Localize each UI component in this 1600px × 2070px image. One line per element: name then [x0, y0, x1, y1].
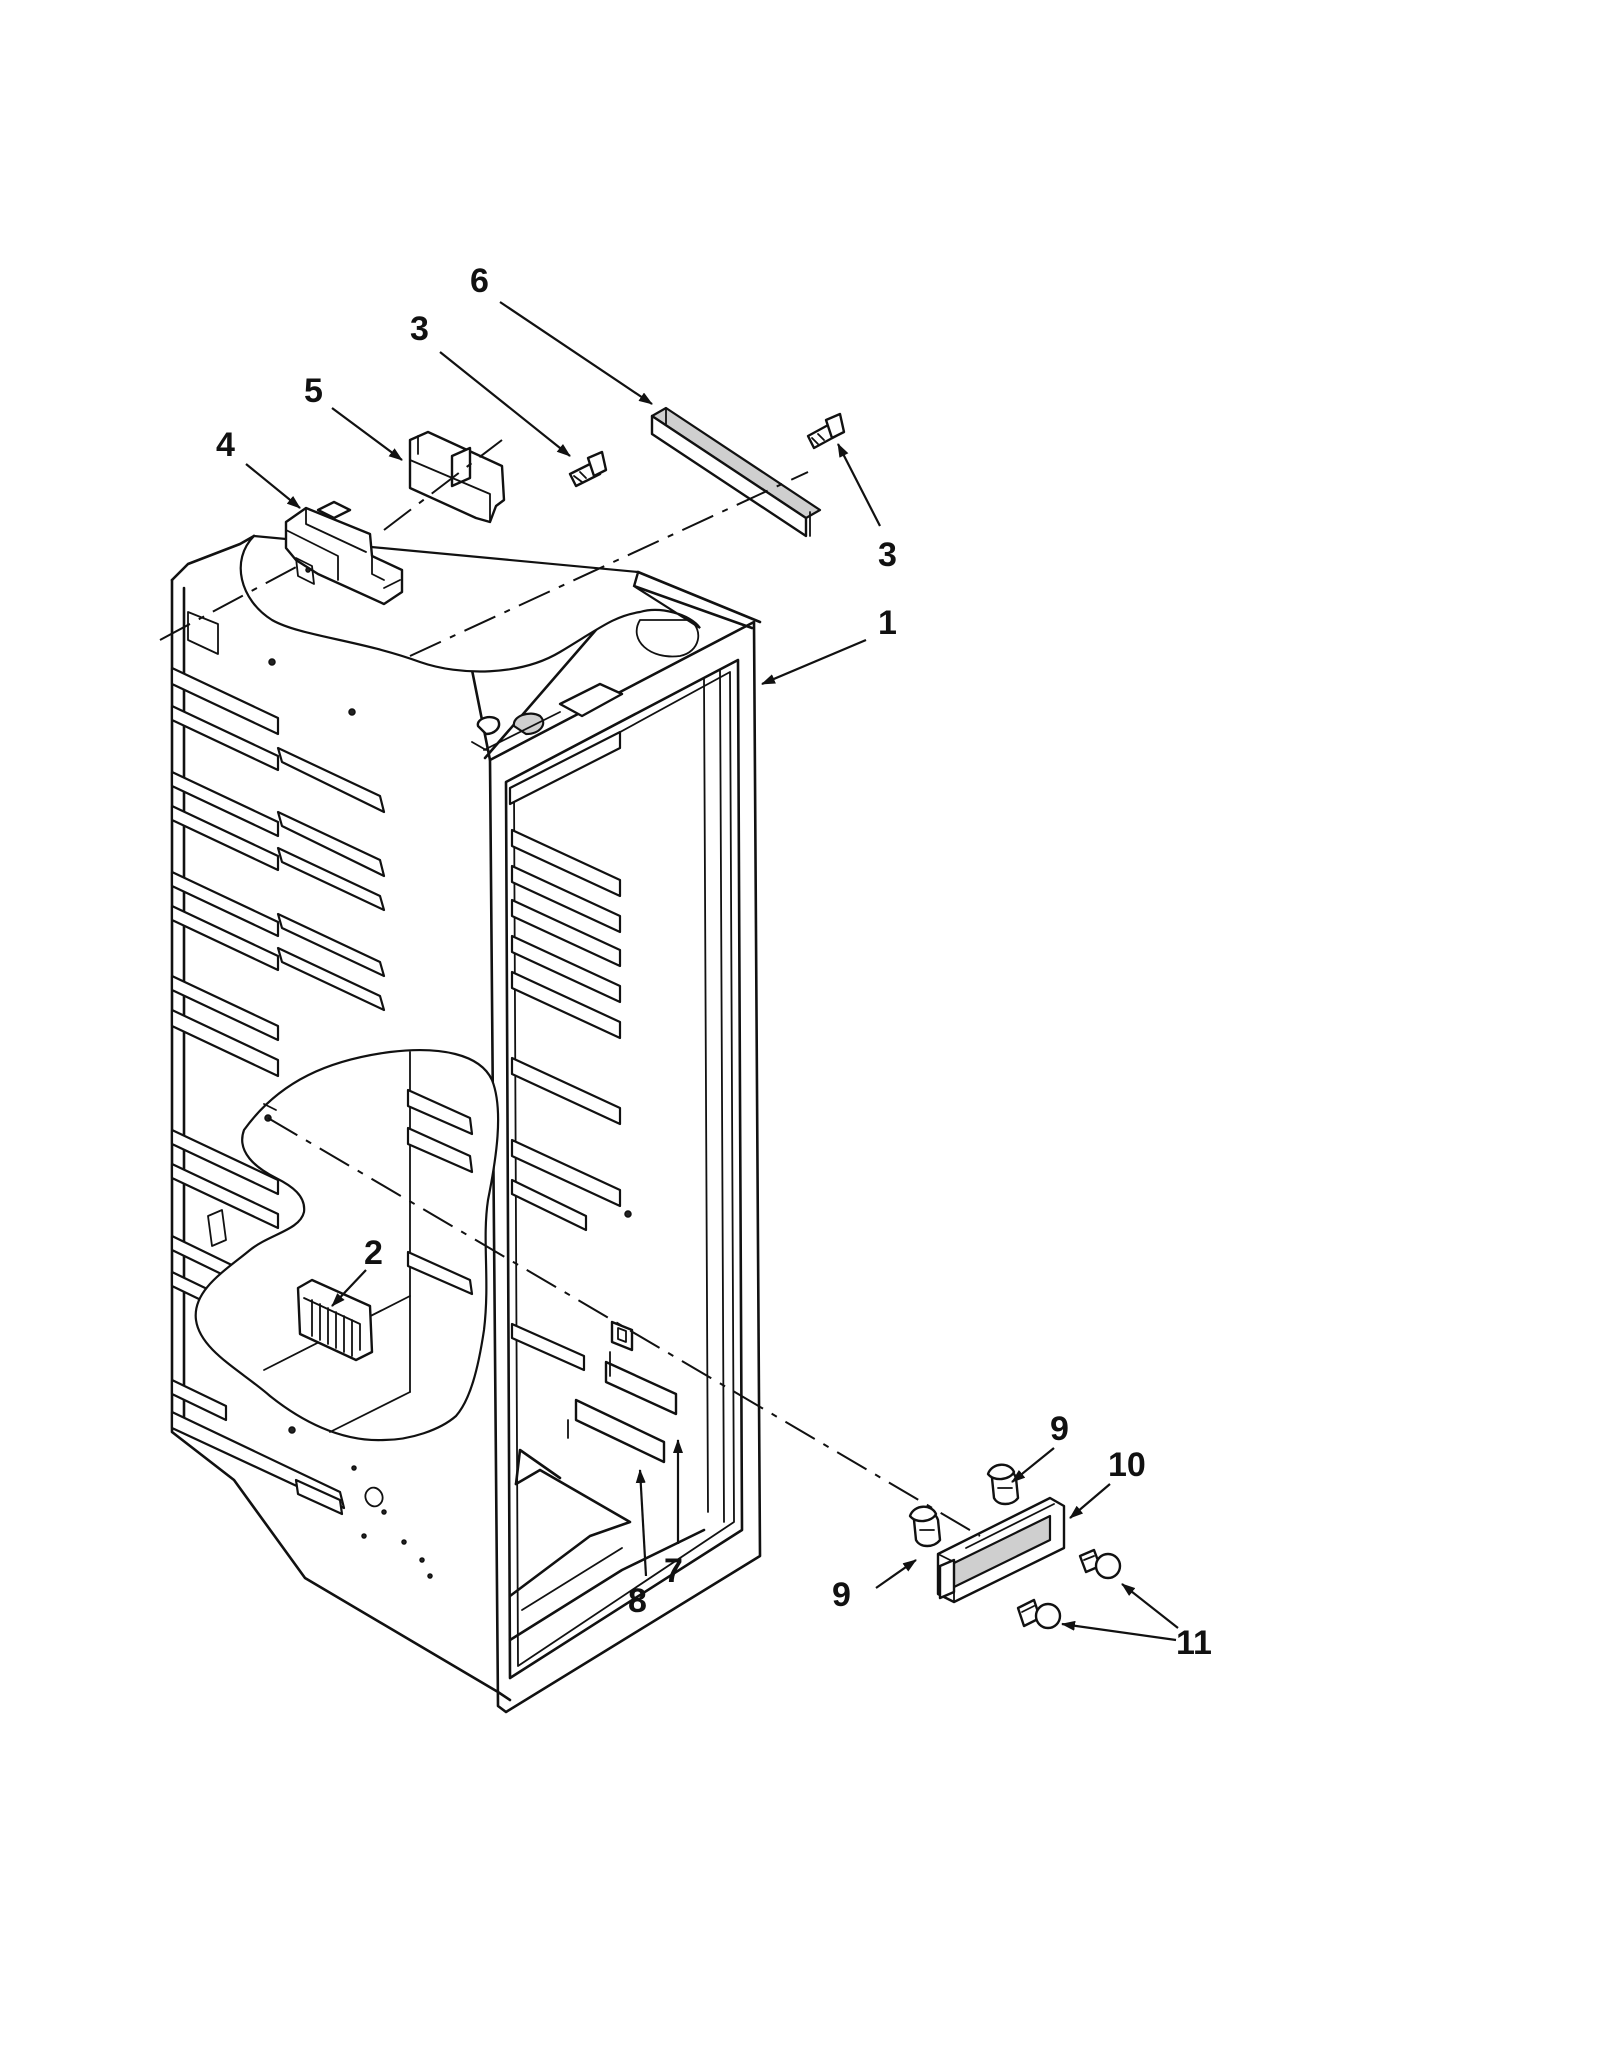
light-housing — [936, 1496, 1066, 1604]
left-wall-shelf-rails — [170, 666, 386, 1516]
push-in-fastener-upper — [1078, 1548, 1122, 1580]
right-wall-shelf-rails — [508, 730, 632, 1372]
callout-6: 4 — [216, 426, 235, 464]
leader-arrows — [245, 301, 1179, 1642]
trim-strip — [650, 406, 822, 538]
callout-2: 2 — [364, 1234, 383, 1272]
callout-9-upper: 9 — [1050, 1410, 1069, 1448]
lamp-socket-lower — [908, 1505, 942, 1548]
callout-1: 1 — [878, 604, 897, 642]
callout-3-upper: 3 — [410, 310, 429, 348]
callout-3-right: 3 — [878, 536, 897, 574]
grille — [296, 1278, 374, 1362]
callout-11: 11 — [1176, 1624, 1212, 1662]
bracket — [408, 430, 506, 524]
label-5 — [574, 1398, 666, 1464]
label-4 — [604, 1360, 678, 1416]
screw-near-trim — [806, 412, 846, 450]
callout-8: 6 — [470, 262, 489, 300]
alignment-lines — [159, 439, 981, 1537]
screw-near-bracket — [568, 450, 608, 488]
push-in-fastener-lower — [1016, 1598, 1062, 1630]
refrigerator-liner — [170, 534, 762, 1714]
callout-4: 7 — [664, 1552, 683, 1590]
callout-10: 10 — [1108, 1446, 1146, 1484]
callout-5: 8 — [628, 1582, 647, 1620]
lamp-socket-upper — [986, 1463, 1020, 1506]
callout-9-lower: 9 — [832, 1576, 851, 1614]
control-housing — [284, 500, 404, 606]
callouts: 6 3 5 4 3 1 2 8 7 9 10 9 11 — [216, 262, 1212, 1662]
callout-7: 5 — [304, 372, 323, 410]
